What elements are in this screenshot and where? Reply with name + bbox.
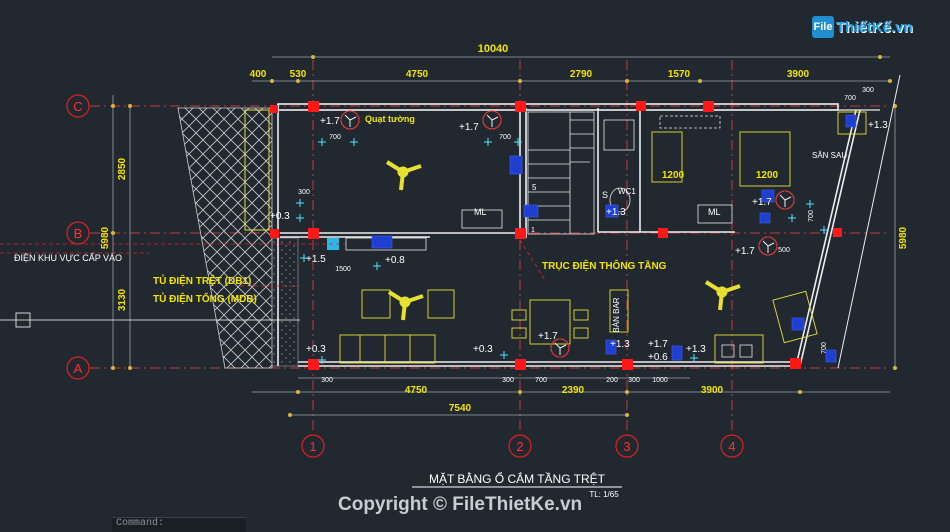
small-dim-1200a: 1200	[662, 170, 685, 181]
socket-symbols	[371, 114, 857, 363]
outer-slope	[837, 74, 901, 369]
height-6: +1.3	[606, 207, 626, 218]
dimension-lines	[112, 56, 896, 416]
height-1: +1.7	[320, 116, 340, 127]
stair-step-1: 1	[531, 227, 535, 234]
small-dim-1500: 1500	[335, 266, 351, 273]
small-dim-1200b: 1200	[756, 170, 779, 181]
grid-col-1: 1	[309, 439, 316, 454]
circuit-wires	[0, 239, 546, 287]
stairs	[527, 111, 595, 235]
dim-1000: 1000	[652, 377, 668, 384]
dim-left-2850: 2850	[117, 157, 128, 180]
height-10: +0.3	[306, 344, 326, 355]
columns	[270, 101, 842, 370]
dim-300b: 300	[502, 377, 514, 384]
grid-col-4: 4	[728, 439, 735, 454]
dim-right-700b: 700	[808, 210, 815, 222]
ceiling-fans	[385, 160, 741, 321]
stair-step-5: 5	[532, 183, 537, 192]
height-12: +1.7	[538, 331, 558, 342]
logo-text: ThiếtKế.vn	[836, 18, 913, 36]
dim-700a: 700	[535, 377, 547, 384]
label-wc1: WC1	[618, 187, 636, 196]
copyright-watermark: Copyright © FileThietKe.vn	[338, 494, 583, 515]
label-ban-bar: BÀN BAR	[612, 297, 621, 332]
furniture	[339, 111, 867, 364]
grid-row-c: C	[73, 99, 82, 114]
label-s: S	[602, 190, 608, 200]
walls	[277, 103, 861, 367]
grid-col-3: 3	[623, 439, 630, 454]
grid-row-a: A	[74, 361, 83, 376]
dim-4750: 4750	[406, 69, 429, 80]
label-ml-2: ML	[708, 207, 721, 217]
height-16: +1.3	[686, 344, 706, 355]
dim-overall: 10040	[478, 43, 509, 55]
label-tu-dien-tret: TỦ ĐIỆN TRỆT (DB1)	[153, 274, 251, 287]
small-dim-700b: 700	[499, 134, 511, 141]
fan-outline	[340, 110, 795, 358]
dim-200: 200	[606, 377, 618, 384]
label-truc-dien: TRỤC ĐIỆN THÔNG TẦNG	[542, 259, 667, 272]
dim-left-5980: 5980	[100, 226, 111, 249]
dim-bottom-2390: 2390	[562, 385, 585, 396]
grid-bubbles	[66, 94, 744, 458]
cross-markers	[296, 138, 828, 364]
drawing-title: MẶT BẰNG Ổ CẮM TẦNG TRỆT	[429, 471, 606, 486]
command-line[interactable]: Command:	[112, 517, 246, 532]
small-dim-700a: 700	[329, 134, 341, 141]
height-3: +0.3	[270, 211, 290, 222]
height-4: +1.5	[306, 254, 326, 265]
drawing-scale: TL: 1/65	[589, 490, 619, 499]
site-logo[interactable]: File ThiếtKế.vn	[812, 14, 913, 40]
dim-bottom-3900: 3900	[701, 385, 724, 396]
dim-3900: 3900	[787, 69, 810, 80]
grid-col-2: 2	[516, 439, 523, 454]
height-14: +1.7	[648, 339, 668, 350]
label-dien-khu-vuc: ĐIỆN KHU VỰC CẤP VÀO	[14, 253, 122, 263]
dim-bottom-7540: 7540	[449, 403, 472, 414]
small-dim-500: 500	[778, 247, 790, 254]
height-7: +1.7	[752, 197, 772, 208]
dim-400: 400	[250, 69, 267, 80]
height-15: +0.6	[648, 352, 668, 363]
small-dim-300r: 300	[862, 87, 874, 94]
entrance-hatch	[177, 107, 299, 369]
dim-left-3130: 3130	[117, 288, 128, 311]
dim-300c: 300	[628, 377, 640, 384]
height-9: +1.3	[868, 120, 888, 131]
height-13: +1.3	[610, 339, 630, 350]
height-2: +1.7	[459, 122, 479, 133]
dimension-ticks	[111, 55, 897, 417]
dim-2790: 2790	[570, 69, 593, 80]
label-quat-tuong: Quạt tường	[365, 114, 415, 124]
height-11: +0.3	[473, 344, 493, 355]
dim-530: 530	[290, 69, 307, 80]
dim-bottom-4750: 4750	[405, 385, 428, 396]
logo-badge: File	[812, 16, 834, 38]
cad-crosshair	[0, 312, 300, 328]
grid-row-b: B	[74, 226, 83, 241]
label-san-sau: SÂN SAU	[812, 151, 847, 160]
dim-right-700: 700	[821, 342, 828, 354]
small-dim-300: 300	[298, 189, 310, 196]
height-5: +0.8	[385, 255, 405, 266]
dim-1570: 1570	[668, 69, 691, 80]
fixtures	[345, 115, 753, 358]
small-dim-700r: 700	[844, 95, 856, 102]
dim-right-5980: 5980	[898, 226, 909, 249]
dim-300a: 300	[321, 377, 333, 384]
height-8: +1.7	[735, 246, 755, 257]
label-tu-dien-tong: TỦ ĐIỆN TỔNG (MDB)	[153, 292, 257, 305]
label-ml-1: ML	[474, 207, 487, 217]
